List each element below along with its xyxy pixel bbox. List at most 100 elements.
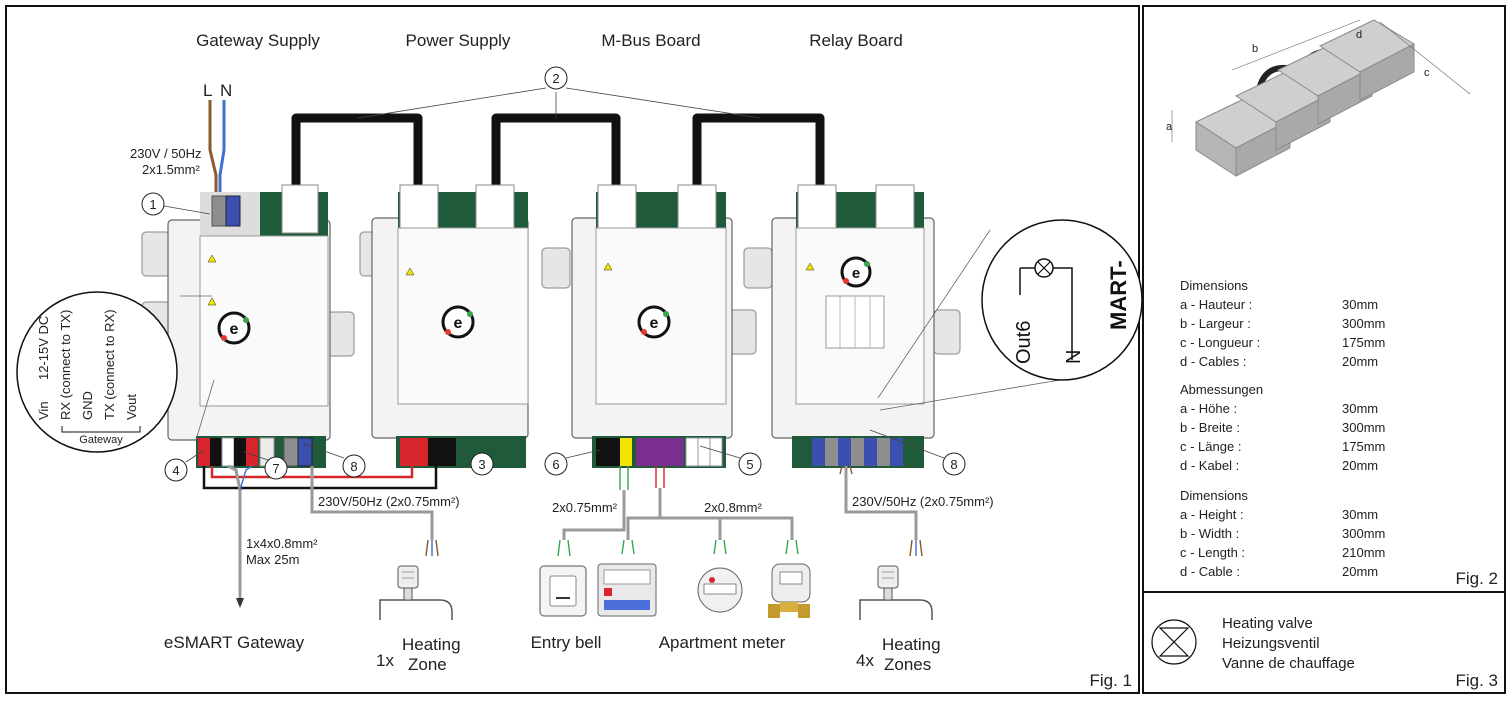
zoom-circle-relay: Out6 N MART- <box>877 219 1143 411</box>
meter-cable-label: 2x0.8mm² <box>704 500 762 515</box>
dim-2-c-key: c - Länge : <box>1180 439 1241 454</box>
legend-heating-valve-fr: Vanne de chauffage <box>1222 655 1355 672</box>
dim-2-a-key: a - Höhe : <box>1180 401 1237 416</box>
callout-6: 6 <box>544 449 601 476</box>
dim-letter-b: b <box>1252 43 1258 55</box>
dim-2-b-key: b - Breite : <box>1180 420 1240 435</box>
callout-8-gateway: 8 <box>303 443 366 478</box>
callout-2: 2 <box>357 66 761 119</box>
fig2-label: Fig. 2 <box>1455 569 1498 588</box>
dim-letter-d: d <box>1356 29 1362 41</box>
dim-2-a-value: 30mm <box>1342 401 1378 416</box>
svg-text:e: e <box>230 321 239 338</box>
meter-cable: 2x0.8mm² <box>621 466 799 555</box>
svg-text:e: e <box>852 265 860 282</box>
header-relay-board: Relay Board <box>809 31 903 50</box>
dim-1-a-value: 30mm <box>1342 297 1378 312</box>
callout-7: 7 <box>243 451 288 480</box>
label-N: N <box>220 81 232 100</box>
callout-8-relay-number: 8 <box>950 457 957 472</box>
zoom-rx: RX (connect to TX) <box>58 310 73 420</box>
label-zone1-prefix: 1x <box>376 651 394 670</box>
label-zones4-zones: Zones <box>884 655 931 674</box>
dim-2-d-key: d - Kabel : <box>1180 458 1239 473</box>
zoom-circle-gateway: Vin 12-15V DC RX (connect to TX) GND TX … <box>16 291 215 453</box>
dim-1-c-key: c - Longueur : <box>1180 335 1260 350</box>
heating-valve-icon <box>379 565 453 620</box>
fig1-frame <box>5 5 1140 694</box>
module-mbus-board: e <box>541 184 757 468</box>
callout-8-gateway-number: 8 <box>350 459 357 474</box>
device-3d-illustration: a b c d <box>1166 19 1471 177</box>
dim-1-d-key: d - Cables : <box>1180 354 1246 369</box>
fig3-frame <box>1142 591 1506 694</box>
dim-3-b-key: b - Width : <box>1180 526 1239 541</box>
dim-1-a-key: a - Hauteur : <box>1180 297 1252 312</box>
zoom-tx: TX (connect to RX) <box>102 309 117 420</box>
header-mbus-board: M-Bus Board <box>601 31 700 50</box>
label-zones4-prefix: 4x <box>856 651 874 670</box>
zoom-gateway: Gateway <box>79 434 123 446</box>
callout-5-number: 5 <box>746 457 753 472</box>
dim-group-1-title: Dimensions <box>1180 278 1248 293</box>
dimensions-table: Dimensions a - Hauteur : 30mm b - Largeu… <box>1180 278 1385 579</box>
dim-2-d-value: 20mm <box>1342 458 1378 473</box>
label-zone1-zone: Zone <box>408 655 447 674</box>
dim-1-d-value: 20mm <box>1342 354 1378 369</box>
gateway-cable-label: 1x4x0.8mm² <box>246 536 318 551</box>
dim-3-a-value: 30mm <box>1342 507 1378 522</box>
fig1-label: Fig. 1 <box>1089 671 1132 690</box>
heating-valves-icon <box>859 565 933 620</box>
gateway-cable: 1x4x0.8mm² Max 25m <box>227 464 318 608</box>
label-zone1-heating: Heating <box>402 635 461 654</box>
dim-3-d-key: d - Cable : <box>1180 564 1240 579</box>
interconnect-cables <box>291 113 825 185</box>
callout-4-number: 4 <box>172 463 179 478</box>
dim-group-3-title: Dimensions <box>1180 488 1248 503</box>
dim-3-a-key: a - Height : <box>1180 507 1244 522</box>
svg-text:e: e <box>650 315 659 332</box>
bell-cable: 2x0.75mm² <box>552 466 629 557</box>
zoom-brand: MART- <box>1106 260 1131 330</box>
legend-heating-valve-de: Heizungsventil <box>1222 635 1320 652</box>
entry-bell-icon <box>539 565 587 617</box>
callout-7-number: 7 <box>272 461 279 476</box>
legend-heating-valve-en: Heating valve <box>1222 615 1313 632</box>
zones4-cable: 230V/50Hz (2x0.75mm²) <box>839 465 994 557</box>
zoom-vin: Vin <box>36 401 51 420</box>
cable-ps-mbus <box>491 113 621 185</box>
fig3-label: Fig. 3 <box>1455 671 1498 690</box>
gateway-cable-max: Max 25m <box>246 552 299 567</box>
dim-letter-a: a <box>1166 121 1173 133</box>
dim-1-b-value: 300mm <box>1342 316 1385 331</box>
electric-meter-icon <box>597 563 657 617</box>
label-apartment-meter: Apartment meter <box>659 633 786 652</box>
supply-cable: 2x1.5mm² <box>142 162 200 177</box>
header-power-supply: Power Supply <box>406 31 511 50</box>
cable-mbus-relay <box>692 113 825 185</box>
svg-text:e: e <box>454 315 463 332</box>
dim-1-c-value: 175mm <box>1342 335 1385 350</box>
header-gateway-supply: Gateway Supply <box>196 31 320 50</box>
supply-voltage: 230V / 50Hz <box>130 146 202 161</box>
callout-8-relay: 8 <box>869 429 966 476</box>
module-power-supply: e <box>359 184 529 468</box>
zone1-cable-label: 230V/50Hz (2x0.75mm²) <box>318 494 460 509</box>
cable-gw-ps <box>291 113 423 185</box>
bell-cable-label: 2x0.75mm² <box>552 500 618 515</box>
callout-1: 1 <box>141 192 211 216</box>
label-esmart-gateway: eSMART Gateway <box>164 633 305 652</box>
zones4-cable-label: 230V/50Hz (2x0.75mm²) <box>852 494 994 509</box>
zoom-out6: Out6 <box>1013 321 1035 364</box>
label-L: L <box>203 81 212 100</box>
callout-4: 4 <box>164 449 205 482</box>
label-zones4-heating: Heating <box>882 635 941 654</box>
dim-letter-c: c <box>1424 67 1430 79</box>
label-entry-bell: Entry bell <box>531 633 602 652</box>
zoom-vout: Vout <box>124 394 139 420</box>
water-meter-icon <box>768 563 811 618</box>
dim-2-b-value: 300mm <box>1342 420 1385 435</box>
dim-3-c-key: c - Length : <box>1180 545 1245 560</box>
